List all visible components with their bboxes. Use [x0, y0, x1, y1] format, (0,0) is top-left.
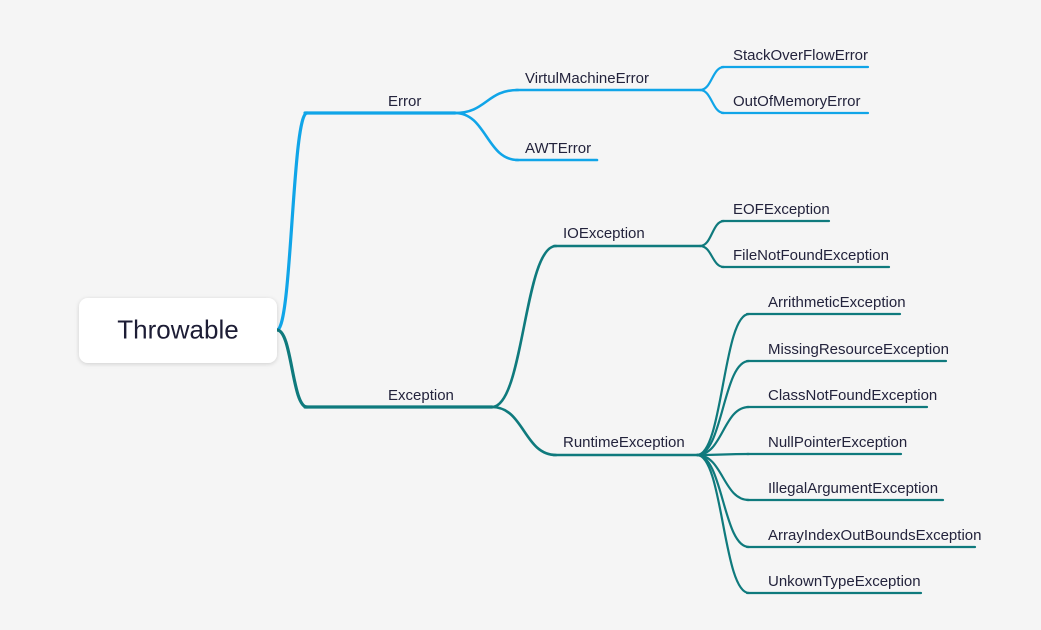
node-hitarea-awt-error[interactable] [521, 138, 618, 158]
node-class-not-found-exception[interactable]: ClassNotFoundException [764, 385, 956, 405]
edge-runtime-exception-to-unkown-type-exception [695, 453, 751, 595]
node-stack-over-flow-error[interactable]: StackOverFlowError [729, 45, 887, 65]
edge-runtime-exception-to-arrithmetic-exception [695, 312, 751, 457]
node-error[interactable]: Error [384, 91, 562, 111]
edge-root-to-error [275, 111, 309, 332]
node-io-exception[interactable]: IOException [559, 223, 721, 243]
node-missing-resource-exception[interactable]: MissingResourceException [764, 339, 975, 359]
node-hitarea-runtime-exception[interactable] [559, 432, 718, 452]
edge-exception-to-io-exception [490, 244, 558, 409]
node-hitarea-virtul-machine-error[interactable] [521, 68, 721, 88]
node-label-virtul-machine-error: VirtulMachineError [525, 70, 649, 87]
node-unkown-type-exception[interactable]: UnkownTypeException [764, 571, 950, 591]
edge-error-to-awt-error [453, 111, 520, 162]
node-virtul-machine-error[interactable]: VirtulMachineError [521, 68, 721, 88]
edge-runtime-exception-to-illegal-argument-exception [695, 453, 751, 502]
node-arrithmetic-exception[interactable]: ArrithmeticException [764, 292, 929, 312]
node-eof-exception[interactable]: EOFException [729, 199, 848, 219]
node-hitarea-class-not-found-exception[interactable] [764, 385, 956, 405]
node-label-out-of-memory-error: OutOfMemoryError [733, 93, 861, 110]
root-node-throwable[interactable]: Throwable [79, 298, 277, 363]
node-hitarea-missing-resource-exception[interactable] [764, 339, 975, 359]
edges-layer [275, 65, 977, 595]
node-hitarea-illegal-argument-exception[interactable] [764, 478, 972, 498]
node-label-runtime-exception: RuntimeException [563, 434, 685, 451]
edge-runtime-exception-to-missing-resource-exception [695, 359, 751, 457]
node-array-index-out-bounds-exception[interactable]: ArrayIndexOutBoundsException [764, 525, 1004, 545]
node-hitarea-eof-exception[interactable] [729, 199, 848, 219]
node-label-unkown-type-exception: UnkownTypeException [768, 573, 921, 590]
node-runtime-exception[interactable]: RuntimeException [559, 432, 718, 452]
node-label-null-pointer-exception: NullPointerException [768, 434, 907, 451]
node-label-eof-exception: EOFException [733, 201, 830, 218]
node-hitarea-arrithmetic-exception[interactable] [764, 292, 929, 312]
node-hitarea-out-of-memory-error[interactable] [729, 91, 887, 111]
edge-exception-to-runtime-exception [490, 405, 558, 457]
node-hitarea-file-not-found-exception[interactable] [729, 245, 908, 265]
node-label-error: Error [388, 93, 421, 110]
node-label-exception: Exception [388, 387, 454, 404]
node-label-illegal-argument-exception: IllegalArgumentException [768, 480, 938, 497]
node-exception[interactable]: Exception [384, 385, 599, 405]
edge-root-to-exception [275, 328, 309, 409]
node-hitarea-io-exception[interactable] [559, 223, 721, 243]
edge-runtime-exception-to-null-pointer-exception [695, 452, 751, 457]
node-hitarea-exception[interactable] [384, 385, 599, 405]
node-label-file-not-found-exception: FileNotFoundException [733, 247, 889, 264]
edge-error-to-virtul-machine-error [453, 88, 520, 115]
node-hitarea-array-index-out-bounds-exception[interactable] [764, 525, 1004, 545]
node-hitarea-error[interactable] [384, 91, 562, 111]
node-file-not-found-exception[interactable]: FileNotFoundException [729, 245, 908, 265]
node-illegal-argument-exception[interactable]: IllegalArgumentException [764, 478, 972, 498]
root-card[interactable] [79, 298, 277, 363]
node-label-io-exception: IOException [563, 225, 645, 242]
node-label-array-index-out-bounds-exception: ArrayIndexOutBoundsException [768, 527, 981, 544]
root-node-label: Throwable [117, 314, 238, 344]
nodes-layer: Error VirtulMachineError StackOverFlowErro… [384, 45, 1004, 591]
node-awt-error[interactable]: AWTError [521, 138, 618, 158]
node-hitarea-unkown-type-exception[interactable] [764, 571, 950, 591]
node-label-arrithmetic-exception: ArrithmeticException [768, 294, 906, 311]
node-hitarea-stack-over-flow-error[interactable] [729, 45, 887, 65]
node-label-class-not-found-exception: ClassNotFoundException [768, 387, 937, 404]
node-out-of-memory-error[interactable]: OutOfMemoryError [729, 91, 887, 111]
edge-runtime-exception-to-class-not-found-exception [695, 405, 751, 457]
node-hitarea-null-pointer-exception[interactable] [764, 432, 930, 452]
node-label-missing-resource-exception: MissingResourceException [768, 341, 949, 358]
node-null-pointer-exception[interactable]: NullPointerException [764, 432, 930, 452]
node-label-awt-error: AWTError [525, 140, 591, 157]
node-label-stack-over-flow-error: StackOverFlowError [733, 47, 868, 64]
